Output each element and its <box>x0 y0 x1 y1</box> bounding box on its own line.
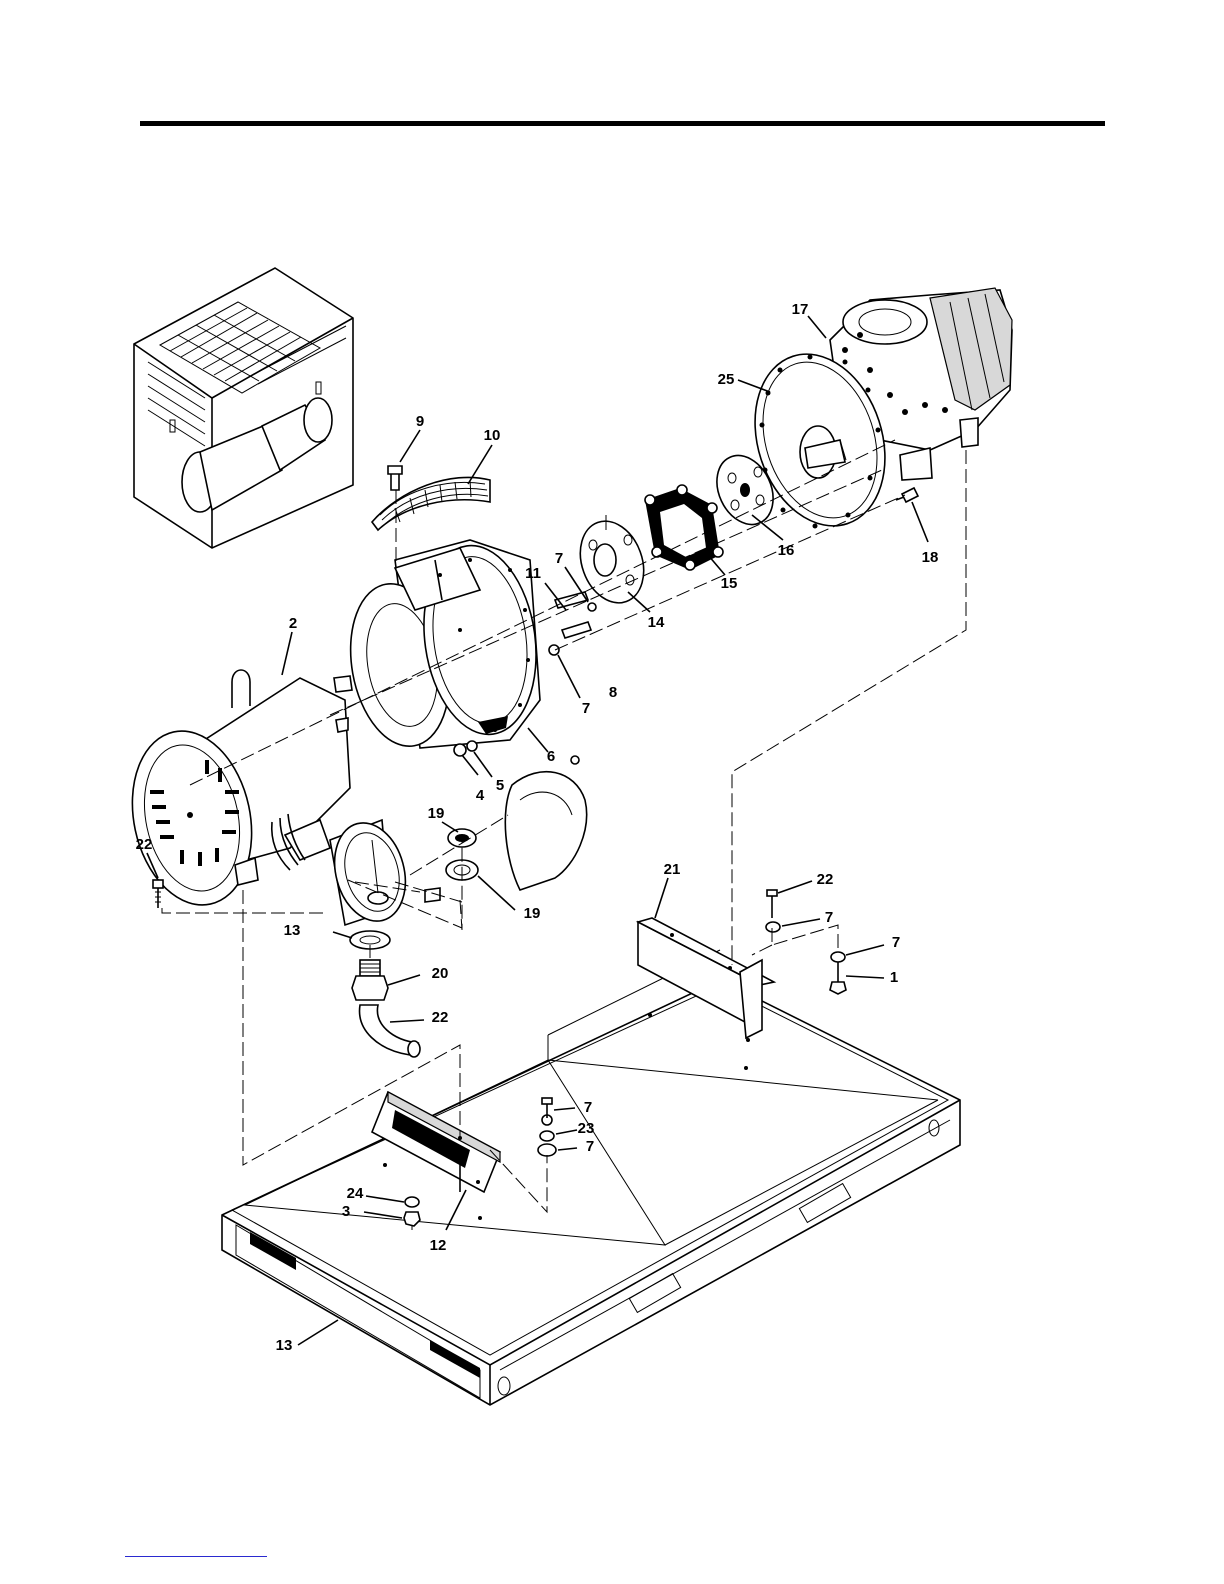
hub-screws <box>549 592 596 655</box>
callout-3: 12 <box>430 1237 447 1254</box>
terminal-box-cover <box>505 756 586 890</box>
callout-25: 25 <box>718 371 735 388</box>
callout-4: 4 <box>476 787 485 804</box>
callout-10: 10 <box>484 427 501 444</box>
callout-15: 15 <box>721 575 738 592</box>
callout-13-ring: 13 <box>284 922 301 939</box>
terminal-box <box>324 815 440 929</box>
callout-21: 21 <box>664 861 681 878</box>
support-bracket-hardware <box>766 890 846 994</box>
callout-13-cover: 19 <box>524 905 541 922</box>
callout-14: 14 <box>648 614 665 631</box>
callout-11: 11 <box>525 565 541 582</box>
callout-12: 13 <box>276 1337 293 1354</box>
callout-5: 5 <box>496 777 504 794</box>
callout-17: 17 <box>792 301 809 318</box>
callout-1: 1 <box>890 969 898 986</box>
callout-6: 6 <box>547 748 555 765</box>
callout-16: 16 <box>778 542 795 559</box>
motor-adapter-housing <box>338 538 547 754</box>
base-frame <box>222 950 960 1405</box>
footer-link-rule <box>125 1556 267 1557</box>
callout-22-support: 22 <box>817 871 834 888</box>
header-rule <box>140 121 1105 126</box>
motor-foot-bolt <box>153 880 163 908</box>
callout-7-support-b: 7 <box>892 934 900 951</box>
callout-7-hub: 7 <box>555 550 563 567</box>
callout-22-motor: 22 <box>136 836 153 853</box>
adapter-plate-bolt <box>896 488 918 502</box>
callout-20: 22 <box>432 1009 449 1026</box>
callout-7-support-a: 7 <box>825 909 833 926</box>
callout-7-bracket: 24 <box>347 1185 364 1202</box>
callout-22-center: 7 <box>584 1099 592 1116</box>
callout-2: 2 <box>289 615 297 632</box>
conduit-assembly <box>350 931 420 1057</box>
inset-cabinet-illustration <box>134 268 353 548</box>
callout-24: 3 <box>342 1203 350 1220</box>
callout-18: 18 <box>922 549 939 566</box>
callout-9: 9 <box>416 413 424 430</box>
callout-19-fitting: 20 <box>432 965 449 982</box>
coupling-element <box>645 485 723 570</box>
callout-7-center: 23 <box>578 1120 595 1137</box>
callout-7-housing: 7 <box>582 700 590 717</box>
callout-8: 8 <box>609 684 617 701</box>
callout-19-upper: 19 <box>428 805 445 822</box>
callout-23: 7 <box>586 1138 594 1155</box>
